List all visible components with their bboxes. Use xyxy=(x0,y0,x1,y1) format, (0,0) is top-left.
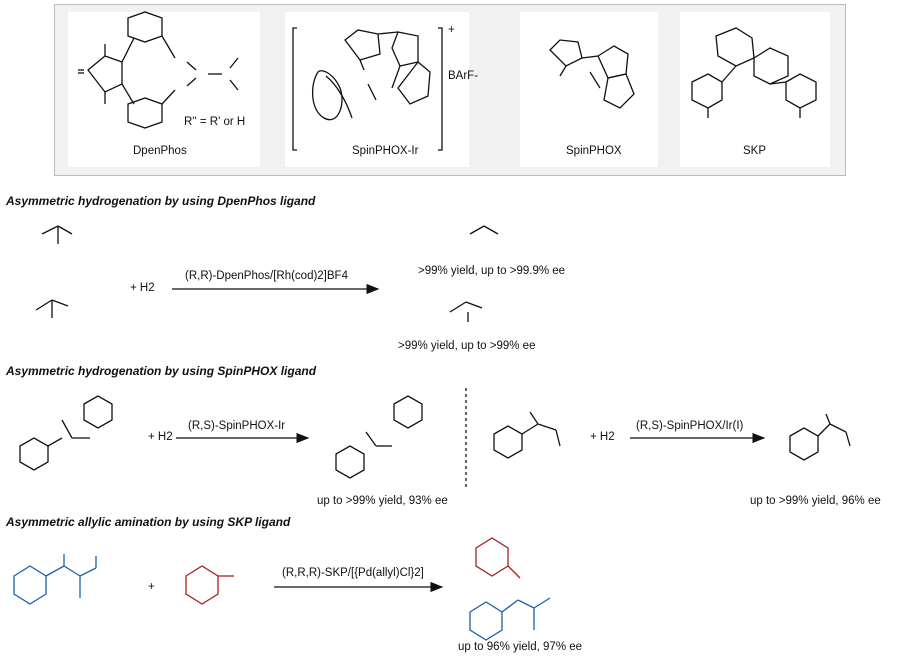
conditions-spinphox-irI: (R,S)-SpinPHOX/Ir(I) xyxy=(636,420,744,432)
ligand-note-dpenphos: R'' = R' or H xyxy=(184,116,246,128)
ligand-card-spinphox-ir xyxy=(285,12,469,167)
spinphox-structure xyxy=(549,39,635,109)
dpenphos-structure xyxy=(78,11,239,129)
result-spinphox-a: up to >99% yield, 93% ee xyxy=(317,495,448,507)
conditions-dpenphos: (R,R)-DpenPhos/[Rh(cod)2]BF4 xyxy=(185,270,348,282)
section-title-skp: Asymmetric allylic amination by using SK… xyxy=(6,515,291,529)
ligand-label-spinphox-ir: SpinPHOX-Ir xyxy=(352,145,419,157)
aniline-red xyxy=(185,537,521,605)
spinphox-reaction-a xyxy=(19,395,423,479)
result-dpenphos-1: >99% yield, up to >99.9% ee xyxy=(418,265,566,277)
reagent-h2-2b: + H2 xyxy=(590,431,615,443)
ligand-card-spinphox xyxy=(520,12,658,167)
ligand-label-spinphox: SpinPHOX xyxy=(566,145,622,157)
result-skp: up to 96% yield, 97% ee xyxy=(458,641,583,653)
reagent-h2-2a: + H2 xyxy=(148,431,173,443)
ligand-label-dpenphos: DpenPhos xyxy=(133,145,187,157)
result-spinphox-b: up to >99% yield, 96% ee xyxy=(750,495,881,507)
conditions-skp: (R,R,R)-SKP/[{Pd(allyl)Cl}2] xyxy=(282,567,424,579)
ligand-counterion: BArF- xyxy=(448,70,479,82)
reagent-h2-1: + H2 xyxy=(130,282,155,294)
reagent-plus-3: + xyxy=(148,581,155,593)
result-dpenphos-2: >99% yield, up to >99% ee xyxy=(398,340,536,352)
ligand-card-dpenphos xyxy=(68,12,260,167)
allylic-ester-blue xyxy=(13,554,551,641)
section-title-spinphox: Asymmetric hydrogenation by using SpinPH… xyxy=(6,364,317,378)
conditions-spinphox-ir: (R,S)-SpinPHOX-Ir xyxy=(188,420,286,432)
skp-structure xyxy=(691,27,817,118)
section-title-dpenphos: Asymmetric hydrogenation by using DpenPh… xyxy=(6,194,316,208)
spinphox-reaction-b xyxy=(493,411,851,461)
dpenphos-reaction xyxy=(35,225,499,322)
spinphox-ir-structure xyxy=(292,27,443,151)
ligand-card-skp xyxy=(680,12,830,167)
ligand-label-skp: SKP xyxy=(743,145,767,157)
ligand-charge: + xyxy=(448,24,455,36)
